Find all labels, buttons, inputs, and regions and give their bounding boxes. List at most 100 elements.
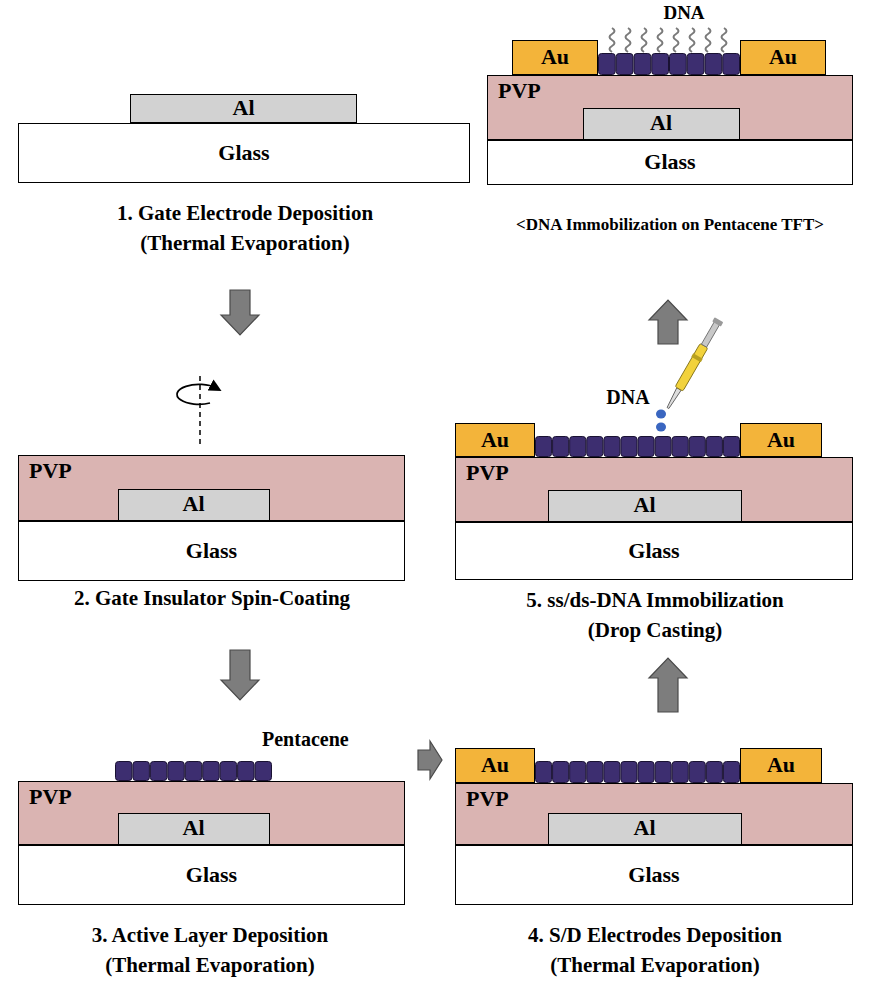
- layer-box: Glass: [18, 123, 470, 183]
- pentacene-molecule: [570, 437, 586, 457]
- pentacene-molecule: [203, 762, 219, 781]
- layer-box: PVPAl: [18, 781, 405, 845]
- layer-box: Au: [512, 40, 598, 75]
- layer-label: PVP: [466, 787, 509, 811]
- pentacene-molecule: [706, 437, 722, 457]
- layer-label: Glass: [628, 539, 679, 563]
- flow-arrow: [221, 650, 259, 700]
- layer-label: Glass: [218, 141, 269, 165]
- layer-label: Al: [650, 111, 672, 135]
- layer-label: Glass: [628, 863, 679, 887]
- layer-box: PVP Al: [487, 75, 853, 140]
- caption-block: <DNA Immobilization on Pentacene TFT>: [480, 210, 860, 240]
- flow-arrow: [221, 290, 259, 335]
- step-caption: 1. Gate Electrode Deposition: [10, 198, 480, 228]
- flow-arrow: [649, 300, 687, 344]
- layer-box: PVP Al: [455, 783, 853, 845]
- dna-label: DNA: [663, 3, 704, 24]
- flow-arrow: [649, 658, 687, 712]
- layer-label: Au: [767, 428, 795, 452]
- pentacene-molecule: [689, 437, 705, 457]
- layer-label: Au: [481, 428, 509, 452]
- layer-box: Au: [455, 748, 535, 783]
- pentacene-molecule: [604, 762, 620, 783]
- pentacene-molecule: [553, 437, 569, 457]
- pentacene-molecule: [220, 762, 236, 781]
- step-panel: 3. Active Layer Deposition(Thermal Evapo…: [10, 708, 410, 985]
- dna-drops: [656, 410, 666, 432]
- layer-label: Al: [233, 96, 255, 120]
- pentacene-molecule: [604, 437, 620, 457]
- pentacene-molecule: [616, 54, 633, 75]
- layer-box: Al: [583, 108, 740, 140]
- step-caption: (Thermal Evaporation): [10, 950, 410, 980]
- pentacene-molecule: [168, 762, 184, 781]
- pentacene-molecule: [670, 54, 687, 75]
- pentacene-molecule: [687, 54, 704, 75]
- layer-box: Glass: [18, 845, 405, 905]
- pentacene-molecule: [655, 762, 671, 783]
- layer-label: Au: [541, 45, 569, 69]
- pentacene-molecule: [255, 762, 271, 781]
- layer-box: PVP Al: [455, 457, 853, 522]
- layer-label: Au: [769, 45, 797, 69]
- layer-label: PVP: [29, 459, 72, 483]
- step-caption: 5. ss/ds-DNA Immobilization: [450, 585, 860, 615]
- layer-box: Au: [740, 423, 822, 457]
- layer-label: Al: [634, 493, 656, 517]
- pentacene-molecule: [185, 762, 201, 781]
- pentacene-molecule: [150, 762, 166, 781]
- step-caption: (Thermal Evaporation): [450, 950, 860, 980]
- pentacene-molecule: [587, 762, 603, 783]
- step-panel: 1. Gate Electrode Deposition(Thermal Eva…: [10, 88, 480, 282]
- pentacene-molecule: [655, 437, 671, 457]
- layer-label: PVP: [498, 79, 541, 103]
- pentacene-molecule: [723, 54, 740, 75]
- step-panel: 4. S/D Electrodes Deposition(Thermal Eva…: [450, 720, 860, 985]
- layer-label: Au: [767, 753, 795, 777]
- layer-label: Glass: [644, 150, 695, 174]
- layer-label: PVP: [466, 461, 509, 485]
- dna-strands: [610, 28, 727, 52]
- step-caption: (Thermal Evaporation): [10, 228, 480, 258]
- layer-label: Glass: [186, 863, 237, 887]
- caption-block: 5. ss/ds-DNA Immobilization(Drop Casting…: [450, 585, 860, 645]
- pentacene-molecule: [553, 762, 569, 783]
- flow-arrow: [418, 741, 442, 779]
- layer-box: PVPAl: [18, 455, 405, 521]
- step-caption: <DNA Immobilization on Pentacene TFT>: [480, 210, 860, 240]
- pentacene-molecule: [599, 54, 616, 75]
- layer-box: Glass: [455, 845, 853, 905]
- caption-block: 2. Gate Insulator Spin-Coating: [10, 583, 414, 613]
- pentacene-molecule: [638, 762, 654, 783]
- pentacene-molecule: [638, 437, 654, 457]
- pentacene-molecule: [536, 437, 552, 457]
- material-label: Pentacene: [262, 728, 349, 750]
- caption-block: 4. S/D Electrodes Deposition(Thermal Eva…: [450, 920, 860, 980]
- pentacene-molecule: [706, 762, 722, 783]
- layer-box: Glass: [455, 522, 853, 580]
- pentacene-molecule: [238, 762, 254, 781]
- step-panel: 2. Gate Insulator Spin-CoatingGlassPVPAl: [10, 343, 414, 642]
- step-caption: 2. Gate Insulator Spin-Coating: [10, 583, 414, 613]
- layer-box: Au: [455, 423, 535, 457]
- pentacene-molecule: [723, 437, 739, 457]
- layer-box: Al: [548, 813, 742, 845]
- layer-label: Al: [183, 816, 205, 840]
- layer-box: Glass: [18, 521, 405, 581]
- step-caption: 3. Active Layer Deposition: [10, 920, 410, 950]
- step-caption: 4. S/D Electrodes Deposition: [450, 920, 860, 950]
- pentacene-molecule: [621, 437, 637, 457]
- pentacene-molecule: [689, 762, 705, 783]
- pentacene-molecule: [587, 437, 603, 457]
- layer-label: Au: [481, 753, 509, 777]
- pentacene-molecule: [116, 762, 132, 781]
- pentacene-molecule: [652, 54, 669, 75]
- layer-box: Au: [740, 40, 826, 75]
- dna-label: DNA: [606, 386, 649, 408]
- layer-label: Al: [634, 816, 656, 840]
- layer-box: Au: [740, 748, 822, 783]
- caption-block: 3. Active Layer Deposition(Thermal Evapo…: [10, 920, 410, 980]
- layer-box: Glass: [487, 140, 853, 185]
